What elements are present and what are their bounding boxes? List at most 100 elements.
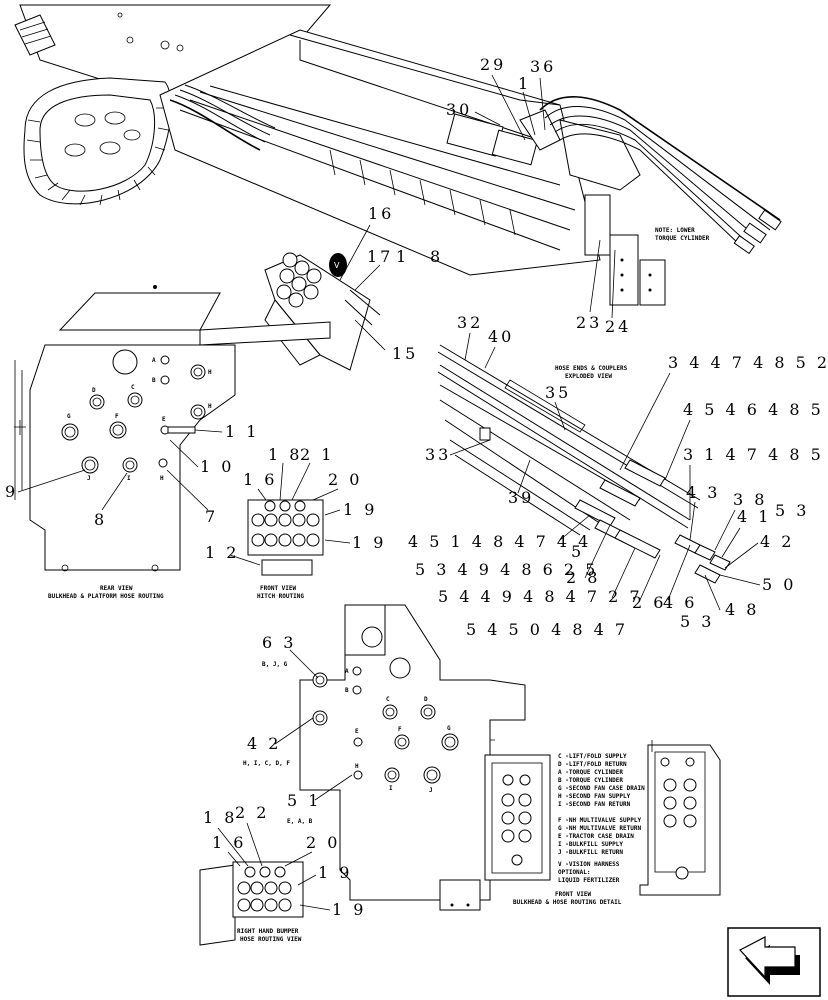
group-label-3: E, A, B [287, 818, 313, 825]
hitch-front-view: 1 8 2 1 1 6 2 0 1 9 1 9 1 2 FRONT VIEW H… [205, 445, 386, 600]
callout-16c: 1 6 [212, 833, 246, 852]
svg-text:D: D [424, 696, 428, 703]
svg-text:J -BULKFILL RETURN: J -BULKFILL RETURN [558, 849, 623, 856]
svg-text:B: B [345, 687, 349, 694]
callout-18a: 1 8 [268, 445, 302, 464]
callout-12: 1 2 [205, 543, 239, 562]
exploded-subtitle: EXPLODED VIEW [565, 373, 612, 380]
svg-text:F: F [398, 726, 402, 733]
svg-text:G -SECOND FAN CASE DRAIN: G -SECOND FAN CASE DRAIN [558, 785, 645, 792]
front-view-detail: C -LIFT/FOLD SUPPLY D -LIFT/FOLD RETURN … [484, 753, 645, 906]
callout-16: 16 [368, 204, 394, 223]
callout-40: 40 [488, 327, 514, 346]
callout-16b: 1 6 [243, 470, 277, 489]
right-bumper-subcaption: HOSE ROUTING VIEW [240, 936, 302, 943]
callout-row-53: 5 3 4 9 4 8 6 2 5 [415, 560, 598, 579]
svg-text:E: E [162, 416, 166, 423]
hitch-hose-rows [251, 513, 320, 547]
front-view-caption: FRONT VIEW [555, 891, 592, 898]
svg-text:H: H [208, 403, 212, 410]
svg-text:H: H [160, 475, 164, 482]
svg-text:D -LIFT/FOLD RETURN: D -LIFT/FOLD RETURN [558, 761, 627, 768]
callout-48: 4 8 [725, 600, 759, 619]
callout-35: 35 [545, 383, 571, 402]
callout-46: 4 6 [663, 593, 697, 612]
callout-32: 32 [457, 313, 483, 332]
note-label: NOTE: LOWER [655, 227, 695, 234]
v-marker: V [334, 261, 340, 270]
rear-view-caption: REAR VIEW [100, 585, 133, 592]
svg-text:G -NH MULTIVALVE RETURN: G -NH MULTIVALVE RETURN [558, 825, 641, 832]
callout-53a: 5 3 [775, 501, 809, 520]
next-page-arrow-icon[interactable] [727, 927, 821, 997]
callout-1: 1 [518, 74, 531, 93]
svg-text:H: H [355, 763, 359, 770]
callout-5: 5 [571, 542, 584, 561]
svg-text:G: G [447, 725, 451, 732]
callout-8: 8 [430, 247, 443, 266]
rear-view-subcaption: BULKHEAD & PLATFORM HOSE ROUTING [48, 593, 164, 600]
svg-text:C: C [131, 384, 135, 391]
callout-30: 30 [446, 100, 472, 119]
callout-28: 2 8 [566, 568, 600, 587]
front-view-subcaption: BULKHEAD & HOSE ROUTING DETAIL [513, 899, 622, 906]
right-bumper-caption: RIGHT HAND BUMPER [237, 928, 299, 935]
svg-text:LIQUID FERTILIZER: LIQUID FERTILIZER [558, 877, 620, 884]
svg-text:OPTIONAL:: OPTIONAL: [558, 869, 591, 876]
machine-frame-assembly: NOTE: LOWER TORQUE CYLINDER [14, 4, 782, 306]
exploded-title: HOSE ENDS & COUPLERS [555, 365, 628, 372]
svg-text:A: A [152, 357, 156, 364]
callout-22: 2 2 [235, 803, 269, 822]
callout-33: 33 [425, 445, 451, 464]
svg-text:F: F [115, 413, 119, 420]
svg-text:I -SECOND FAN RETURN: I -SECOND FAN RETURN [558, 801, 631, 808]
callout-row-3: 3 1 4 7 4 8 5 2 5 4 [683, 445, 828, 464]
callout-19a: 1 9 [343, 500, 377, 519]
svg-text:I: I [127, 475, 131, 482]
svg-text:E: E [355, 728, 359, 735]
callout-29: 29 [480, 55, 506, 74]
svg-text:J: J [87, 475, 91, 482]
right-hand-bumper-view: RIGHT HAND BUMPER HOSE ROUTING VIEW 1 8 … [199, 803, 366, 946]
callout-26: 2 6 [632, 593, 666, 612]
callout-42: 4 2 [760, 532, 794, 551]
callout-21a: 2 1 [300, 445, 334, 464]
svg-text:I: I [389, 785, 393, 792]
callout-23: 23 [576, 313, 602, 332]
svg-text:H -SECOND FAN SUPPLY: H -SECOND FAN SUPPLY [558, 793, 631, 800]
callout-row-2: 4 5 4 6 4 8 5 1 5 3 [683, 400, 828, 419]
legend: C -LIFT/FOLD SUPPLY D -LIFT/FOLD RETURN … [558, 753, 645, 884]
callout-19b: 1 9 [352, 533, 386, 552]
callout-50: 5 0 [762, 575, 796, 594]
svg-text:J: J [429, 787, 433, 794]
callout-9: 9 [5, 482, 18, 501]
callout-8b: 8 [94, 510, 107, 529]
svg-text:V -VISION HARNESS: V -VISION HARNESS [558, 861, 620, 868]
callout-18b: 1 8 [203, 808, 237, 827]
svg-text:A -TORQUE CYLINDER: A -TORQUE CYLINDER [558, 769, 623, 776]
callout-20a: 2 0 [328, 470, 362, 489]
svg-text:B -TORQUE CYLINDER: B -TORQUE CYLINDER [558, 777, 623, 784]
callout-row-45: 4 5 1 4 8 4 7 4 4 [408, 532, 591, 551]
callout-19c: 1 9 [318, 863, 352, 882]
svg-text:C -LIFT/FOLD SUPPLY: C -LIFT/FOLD SUPPLY [558, 753, 627, 760]
callout-10: 1 0 [200, 457, 234, 476]
bulkhead-detail-bracket [639, 740, 721, 896]
note-sub-label: TORQUE CYLINDER [655, 235, 710, 242]
callout-row-1: 3 4 4 7 4 8 5 2 5 4 [668, 353, 828, 372]
svg-text:I -BULKFILL SUPPLY: I -BULKFILL SUPPLY [558, 841, 623, 848]
svg-text:G: G [67, 413, 71, 420]
callout-39: 39 [508, 488, 534, 507]
callout-38: 3 8 [733, 490, 767, 509]
callout-24: 24 [605, 317, 631, 336]
callout-19d: 1 9 [332, 900, 366, 919]
rear-view-bulkhead: A B H D C H G F E J I H REAR VIEW BULKHE… [5, 285, 331, 600]
group-label-2: H, I, C, D, F [243, 760, 290, 767]
front-bulkhead-plate: A B C D E F G H I J 6 3 B, J, G 4 2 H, I… [243, 604, 526, 911]
callout-1b: 1 [396, 247, 409, 266]
svg-text:D: D [92, 387, 96, 394]
svg-text:C: C [386, 696, 390, 703]
callout-7: 7 [205, 507, 218, 526]
callout-row-54b: 5 4 5 0 4 8 4 7 [466, 620, 628, 639]
